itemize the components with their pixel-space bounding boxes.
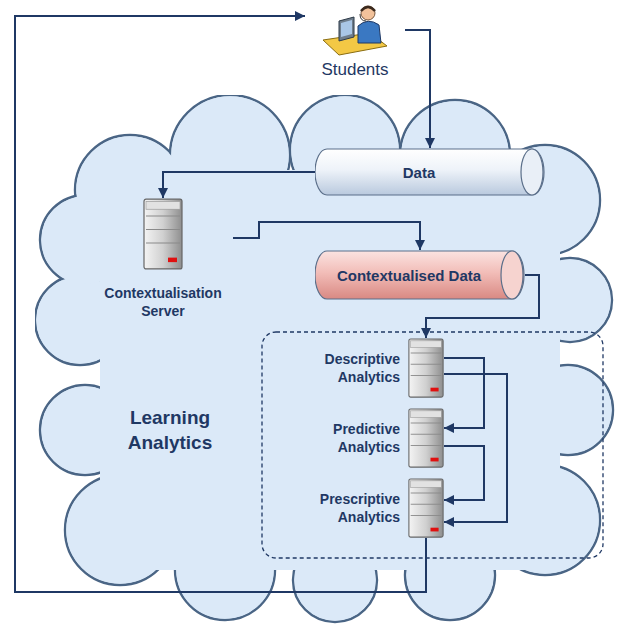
server-icon-box (408, 338, 444, 398)
server-icon-box (143, 198, 183, 270)
store-label: Data (403, 164, 436, 181)
student-node: Students (305, 2, 405, 80)
student-icon (320, 2, 390, 58)
server-icon-box (408, 408, 444, 468)
store-label-row: Contextualised Data (315, 250, 525, 300)
flow-arrow (444, 446, 484, 500)
flow-arrow (444, 374, 507, 522)
server-icon (408, 338, 444, 398)
store-label-row: Data (315, 148, 545, 196)
node-label: Students (305, 60, 405, 80)
flow-arrow (444, 358, 484, 428)
server-label: Descriptive Analytics (300, 350, 400, 386)
store-label: Contextualised Data (337, 267, 481, 284)
server-icon (143, 198, 183, 270)
server-node: Contextualisation Server (93, 198, 233, 320)
flow-arrow (233, 222, 420, 250)
analytics-group (262, 332, 603, 558)
server-label: Prescriptive Analytics (300, 490, 400, 526)
server-label: Contextualisation Server (93, 284, 233, 320)
analytics-server: Prescriptive Analytics (300, 478, 444, 538)
data-store: Contextualised Data (315, 250, 525, 300)
flow-arrow (163, 172, 315, 198)
region-label: Learning Analytics (105, 405, 235, 455)
analytics-server: Descriptive Analytics (300, 338, 444, 398)
server-icon (408, 408, 444, 468)
data-store: Data (315, 148, 545, 196)
flow-arrow (405, 30, 430, 148)
flow-arrow (15, 16, 426, 592)
server-icon-box (408, 478, 444, 538)
server-label: Predictive Analytics (300, 420, 400, 456)
flow-arrow (426, 275, 539, 338)
analytics-server: Predictive Analytics (300, 408, 444, 468)
server-icon (408, 478, 444, 538)
cloud-region: Learning Analytics DataContextualisation … (35, 95, 615, 625)
